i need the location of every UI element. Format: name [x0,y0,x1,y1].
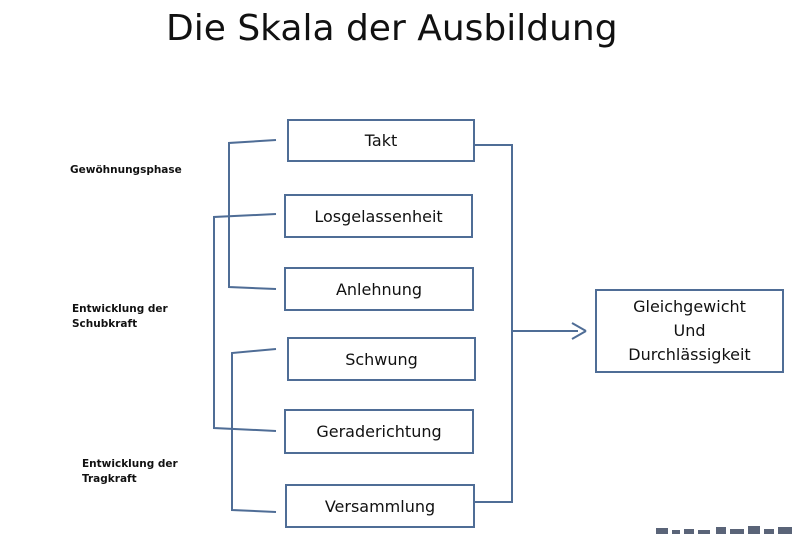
step-takt: Takt [287,119,475,162]
phase-label-schubkraft: Entwicklung der Schubkraft [72,302,168,332]
result-line-2: Und [673,321,706,340]
bracket-schubkraft [213,213,277,432]
result-line-3: Durchlässigkeit [628,345,751,364]
watermark-logo [654,522,800,534]
phase-label-gewoehnung: Gewöhnungsphase [70,164,182,176]
step-schwung: Schwung [287,337,476,381]
arrow-head [571,322,587,340]
step-losgelassenheit: Losgelassenheit [284,194,473,238]
result-box: Gleichgewicht Und Durchlässigkeit [595,289,784,373]
connector-right [475,144,513,503]
step-versammlung: Versammlung [285,484,475,528]
bracket-tragkraft [231,348,277,513]
step-geraderichtung: Geraderichtung [284,409,474,454]
phase-label-tragkraft: Entwicklung der Tragkraft [82,457,178,487]
diagram-title: Die Skala der Ausbildung [166,8,618,49]
phase-label-tragkraft-text: Entwicklung der Tragkraft [82,458,178,485]
phase-label-schubkraft-text: Entwicklung der Schubkraft [72,303,168,330]
result-line-1: Gleichgewicht [633,297,746,316]
bracket-gewoehnung [228,139,277,290]
step-anlehnung: Anlehnung [284,267,474,311]
